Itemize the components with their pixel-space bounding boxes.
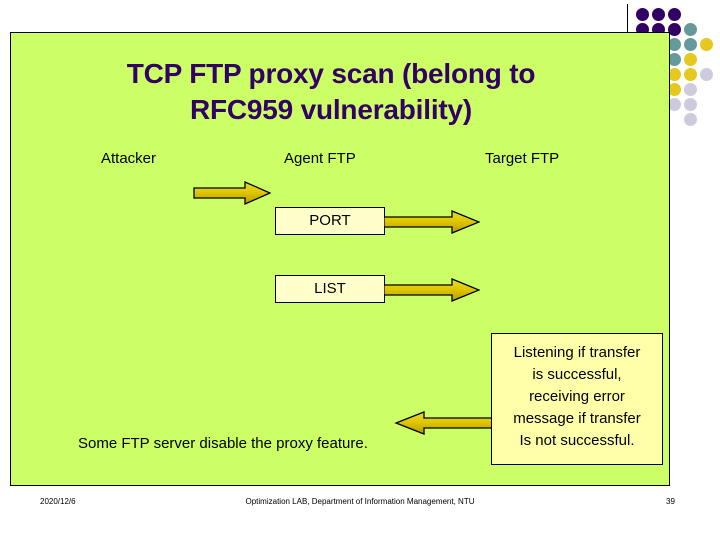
decoration-dot bbox=[684, 83, 697, 96]
decoration-dot bbox=[668, 98, 681, 111]
decoration-dot bbox=[668, 23, 681, 36]
arrow-attacker-to-agent-icon bbox=[193, 181, 271, 205]
slide-content-panel: TCP FTP proxy scan (belong to RFC959 vul… bbox=[10, 32, 670, 486]
page-title-line-2: RFC959 vulnerability) bbox=[189, 94, 473, 125]
role-label-attacker: Attacker bbox=[101, 150, 157, 167]
decoration-dot bbox=[668, 38, 681, 51]
arrow-target-to-agent-icon bbox=[394, 411, 492, 435]
message-box-port: PORT bbox=[275, 207, 385, 235]
footer-date: 2020/12/6 bbox=[40, 497, 76, 506]
page-title-line-1: TCP FTP proxy scan (belong to bbox=[126, 58, 536, 89]
decoration-dot bbox=[668, 53, 681, 66]
page-title: TCP FTP proxy scan (belong to RFC959 vul… bbox=[31, 56, 631, 128]
decoration-dot bbox=[684, 68, 697, 81]
decoration-dot bbox=[684, 38, 697, 51]
listening-note-line-1: Listening if transfer bbox=[513, 344, 641, 361]
decoration-dot bbox=[684, 98, 697, 111]
decoration-dot bbox=[684, 53, 697, 66]
listening-note-line-3: receiving error bbox=[529, 388, 625, 405]
decoration-dot bbox=[684, 23, 697, 36]
decoration-dot bbox=[668, 68, 681, 81]
message-box-list: LIST bbox=[275, 275, 385, 303]
decoration-dot bbox=[700, 38, 713, 51]
decoration-dot bbox=[700, 68, 713, 81]
footer-page-number: 39 bbox=[666, 497, 675, 506]
listening-note-box: Listening if transfer is successful, rec… bbox=[491, 333, 663, 465]
listening-note-line-4: message if transfer bbox=[513, 410, 641, 427]
listening-note-line-5: Is not successful. bbox=[519, 432, 635, 449]
arrow-list-to-target-icon bbox=[384, 278, 480, 302]
listening-note-line-2: is successful, bbox=[532, 366, 622, 383]
arrow-port-to-target-icon bbox=[384, 210, 480, 234]
role-label-target: Target FTP bbox=[485, 150, 560, 167]
footer-credit: Optimization LAB, Department of Informat… bbox=[245, 497, 475, 506]
role-label-agent: Agent FTP bbox=[284, 150, 356, 167]
decoration-dot bbox=[668, 83, 681, 96]
decoration-dot bbox=[668, 8, 681, 21]
decoration-dot bbox=[684, 113, 697, 126]
decoration-dot bbox=[652, 8, 665, 21]
decoration-dot bbox=[636, 8, 649, 21]
diagram-footnote: Some FTP server disable the proxy featur… bbox=[78, 435, 368, 452]
